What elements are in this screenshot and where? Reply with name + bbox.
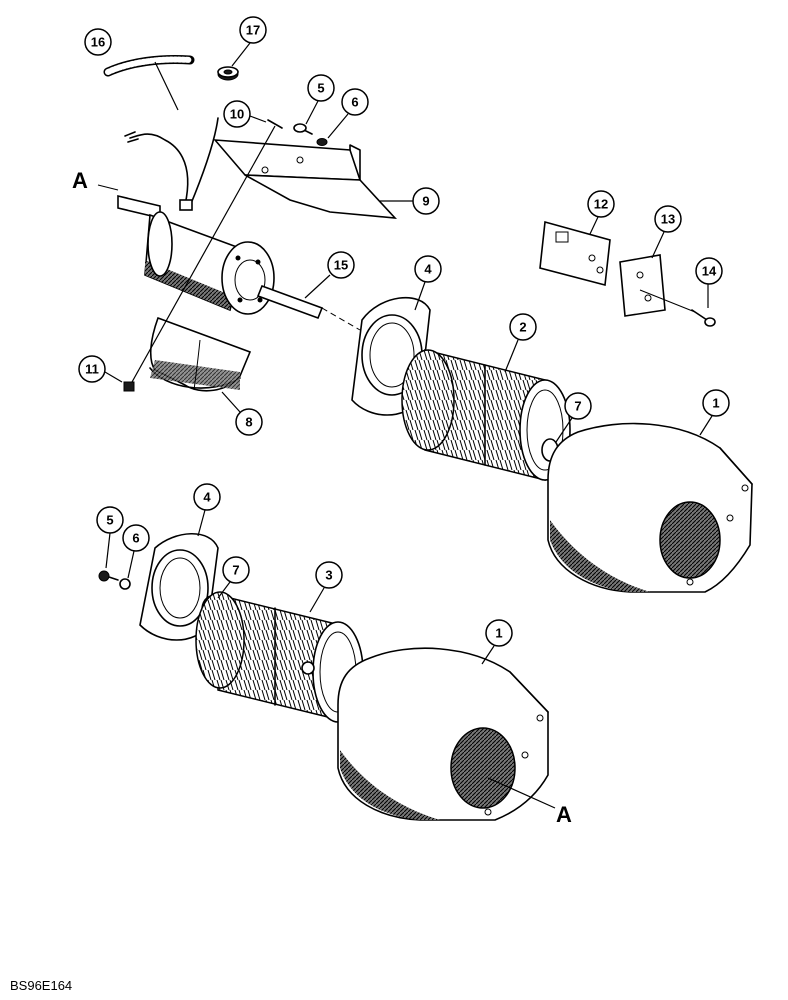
grommet xyxy=(217,66,239,81)
callout-16: 16 xyxy=(84,28,112,56)
motor-shaft-right xyxy=(256,284,361,331)
bracket-washer xyxy=(316,138,328,146)
callout-10: 10 xyxy=(223,100,251,128)
bracket-bolt xyxy=(293,123,313,135)
svg-text:12: 12 xyxy=(594,197,608,212)
svg-text:5: 5 xyxy=(317,81,324,96)
blower-motor xyxy=(144,199,275,315)
svg-text:5: 5 xyxy=(106,513,113,528)
mounting-plate xyxy=(619,254,696,317)
svg-text:16: 16 xyxy=(91,35,105,50)
housing-adapter-ring-lower xyxy=(139,532,219,641)
callout-3: 3 xyxy=(315,561,343,589)
callout-1-upper: 1 xyxy=(702,389,730,417)
svg-text:10: 10 xyxy=(230,107,244,122)
callout-2: 2 xyxy=(509,313,537,341)
motor-shaft-left xyxy=(97,184,161,220)
callout-1-lower: 1 xyxy=(485,619,513,647)
motor-strap xyxy=(149,316,252,392)
callout-14: 14 xyxy=(695,257,723,285)
blower-housing-lower xyxy=(337,647,549,821)
callout-7-lower: 7 xyxy=(222,556,250,584)
callout-17: 17 xyxy=(239,16,267,44)
svg-text:13: 13 xyxy=(661,212,675,227)
svg-text:11: 11 xyxy=(85,362,99,377)
callout-6-lower: 6 xyxy=(122,524,150,552)
plate-screw xyxy=(691,309,716,327)
blower-wheel-lower xyxy=(195,591,364,723)
svg-text:2: 2 xyxy=(519,320,526,335)
bracket-screw xyxy=(267,119,283,129)
svg-text:6: 6 xyxy=(132,531,139,546)
callout-5-upper: 5 xyxy=(307,74,335,102)
svg-text:17: 17 xyxy=(246,23,260,38)
motor-mount-bracket xyxy=(213,139,397,219)
reference-letter-a-bottom: A xyxy=(556,802,572,827)
callout-11: 11 xyxy=(78,355,106,383)
callout-4-upper: 4 xyxy=(414,255,442,283)
svg-text:8: 8 xyxy=(245,415,252,430)
callout-13: 13 xyxy=(654,205,682,233)
mounting-clip xyxy=(539,220,611,287)
adapter-bolt xyxy=(98,570,119,582)
svg-text:9: 9 xyxy=(422,194,429,209)
blower-housing xyxy=(547,422,753,593)
callout-5-lower: 5 xyxy=(96,506,124,534)
svg-text:14: 14 xyxy=(702,264,717,279)
svg-text:7: 7 xyxy=(574,399,581,414)
callout-9: 9 xyxy=(412,187,440,215)
callout-15: 15 xyxy=(327,251,355,279)
adapter-washer xyxy=(119,578,131,590)
svg-text:4: 4 xyxy=(424,262,432,277)
svg-text:4: 4 xyxy=(203,490,211,505)
svg-text:15: 15 xyxy=(334,258,348,273)
svg-text:6: 6 xyxy=(351,95,358,110)
drawing-code: BS96E164 xyxy=(10,978,72,993)
wire-harness-sleeve xyxy=(103,55,195,77)
svg-text:3: 3 xyxy=(325,568,332,583)
svg-text:1: 1 xyxy=(712,396,719,411)
callout-6-upper: 6 xyxy=(341,88,369,116)
motor-wires xyxy=(124,117,219,207)
svg-text:7: 7 xyxy=(232,563,239,578)
reference-letter-a-top: A xyxy=(72,168,88,193)
callout-4-lower: 4 xyxy=(193,483,221,511)
callout-12: 12 xyxy=(587,190,615,218)
blower-wheel xyxy=(401,349,571,481)
callout-8: 8 xyxy=(235,408,263,436)
svg-text:1: 1 xyxy=(495,626,502,641)
strap-nut xyxy=(123,381,135,392)
callout-7-upper: 7 xyxy=(564,392,592,420)
